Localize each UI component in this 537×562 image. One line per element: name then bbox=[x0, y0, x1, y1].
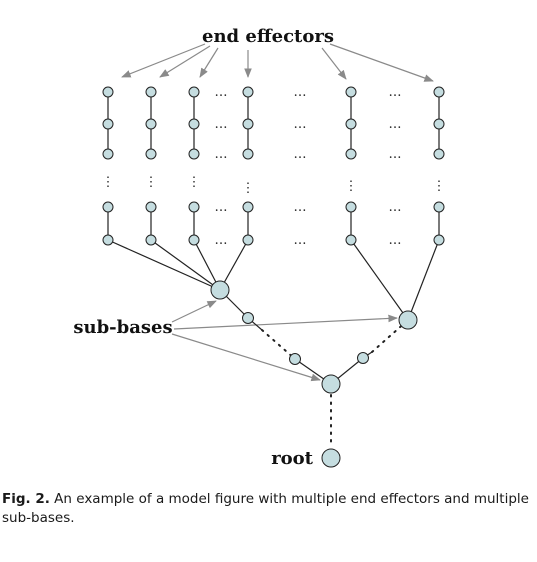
node-c4-r5 bbox=[242, 234, 254, 246]
hdots-a-row3: … bbox=[215, 147, 228, 162]
node-c1-r3 bbox=[102, 148, 114, 160]
edge-chain5-to-subbase-right bbox=[350, 239, 409, 321]
arrow-to-chain-5 bbox=[321, 47, 347, 80]
sub-base-bottom-node bbox=[321, 374, 341, 394]
node-c6-r5 bbox=[433, 234, 445, 246]
node-c5-r3 bbox=[345, 148, 357, 160]
dotted-right-branch bbox=[371, 319, 409, 353]
hdots-b-row5: … bbox=[294, 233, 307, 248]
node-c3-r5 bbox=[188, 234, 200, 246]
dotted-links bbox=[261, 319, 409, 447]
hdots-b-row2: … bbox=[294, 117, 307, 132]
arrow-to-sub-base-bottom bbox=[171, 333, 321, 382]
node-c2-r2 bbox=[145, 118, 157, 130]
end-effectors-label: end effectors bbox=[202, 26, 334, 47]
root-label: root bbox=[271, 448, 313, 469]
edge-chain4-to-subbase-left bbox=[219, 239, 249, 291]
hdots-c-row3: … bbox=[389, 147, 402, 162]
node-c3-r3 bbox=[188, 148, 200, 160]
node-c3-r4 bbox=[188, 201, 200, 213]
node-c5-r5 bbox=[345, 234, 357, 246]
link-node-left-lower bbox=[289, 353, 301, 365]
figure-caption: Fig. 2. An example of a model figure wit… bbox=[2, 490, 532, 528]
chain-nodes bbox=[102, 86, 445, 246]
hdots-c-row1: … bbox=[389, 85, 402, 100]
figure-number: Fig. 2. bbox=[2, 491, 50, 507]
node-c4-r4 bbox=[242, 201, 254, 213]
edge-chain1-to-subbase-left bbox=[107, 239, 221, 291]
hdots-a-row5: … bbox=[215, 233, 228, 248]
node-c5-r4 bbox=[345, 201, 357, 213]
node-c4-r1 bbox=[242, 86, 254, 98]
hdots-b-row4: … bbox=[294, 200, 307, 215]
hdots-a-row1: … bbox=[215, 85, 228, 100]
arrow-to-chain-3 bbox=[199, 47, 219, 78]
hdots-c-row2: … bbox=[389, 117, 402, 132]
vdots-chain-4: ⋮ bbox=[242, 181, 255, 196]
vdots-chain-5: ⋮ bbox=[345, 179, 358, 194]
hdots-a-row2: … bbox=[215, 117, 228, 132]
chain-vertical-ellipses: ⋮ ⋮ ⋮ ⋮ ⋮ ⋮ bbox=[102, 175, 446, 196]
model-figure-diagram: ⋮ ⋮ ⋮ ⋮ ⋮ ⋮ … … … … … … … … … … … … … … … bbox=[73, 26, 446, 469]
row-horizontal-ellipses: … … … … … … … … … … … … … … … bbox=[215, 85, 402, 248]
hdots-c-row5: … bbox=[389, 233, 402, 248]
node-c2-r1 bbox=[145, 86, 157, 98]
arrow-to-chain-6 bbox=[329, 43, 434, 82]
sub-base-arrows bbox=[171, 300, 398, 382]
sub-base-left-node bbox=[210, 280, 230, 300]
arrow-to-chain-2 bbox=[159, 45, 211, 78]
tree-edges bbox=[107, 239, 440, 385]
node-c5-r1 bbox=[345, 86, 357, 98]
edge-chain6-to-subbase-right bbox=[407, 239, 440, 321]
node-c6-r4 bbox=[433, 201, 445, 213]
link-node-right-lower bbox=[357, 352, 369, 364]
arrow-to-chain-1 bbox=[121, 43, 206, 78]
hdots-a-row4: … bbox=[215, 200, 228, 215]
arrow-to-sub-base-left bbox=[171, 300, 217, 323]
node-c2-r3 bbox=[145, 148, 157, 160]
hdots-b-row3: … bbox=[294, 147, 307, 162]
node-c1-r1 bbox=[102, 86, 114, 98]
node-c1-r4 bbox=[102, 201, 114, 213]
node-c3-r1 bbox=[188, 86, 200, 98]
arrow-to-sub-base-right bbox=[173, 314, 398, 330]
sub-bases-label: sub-bases bbox=[73, 317, 172, 338]
node-c2-r4 bbox=[145, 201, 157, 213]
node-c2-r5 bbox=[145, 234, 157, 246]
hdots-c-row4: … bbox=[389, 200, 402, 215]
vdots-chain-1: ⋮ bbox=[102, 175, 115, 190]
vdots-chain-3: ⋮ bbox=[188, 175, 201, 190]
end-effector-arrows bbox=[121, 43, 434, 82]
caption-text: An example of a model figure with multip… bbox=[2, 491, 529, 526]
node-c5-r2 bbox=[345, 118, 357, 130]
chain-edges bbox=[107, 92, 440, 240]
link-node-left-upper bbox=[242, 312, 254, 324]
node-c6-r2 bbox=[433, 118, 445, 130]
node-c1-r5 bbox=[102, 234, 114, 246]
node-c4-r2 bbox=[242, 118, 254, 130]
vdots-chain-6: ⋮ bbox=[433, 179, 446, 194]
sub-base-right-node bbox=[398, 310, 418, 330]
node-c6-r3 bbox=[433, 148, 445, 160]
base-nodes bbox=[210, 280, 418, 468]
dotted-left-branch bbox=[261, 329, 296, 360]
node-c4-r3 bbox=[242, 148, 254, 160]
node-c1-r2 bbox=[102, 118, 114, 130]
node-c6-r1 bbox=[433, 86, 445, 98]
edge-chain2-to-subbase-left bbox=[150, 239, 221, 291]
vdots-chain-2: ⋮ bbox=[145, 175, 158, 190]
link-nodes bbox=[242, 312, 369, 365]
root-node bbox=[321, 448, 341, 468]
node-c3-r2 bbox=[188, 118, 200, 130]
hdots-b-row1: … bbox=[294, 85, 307, 100]
